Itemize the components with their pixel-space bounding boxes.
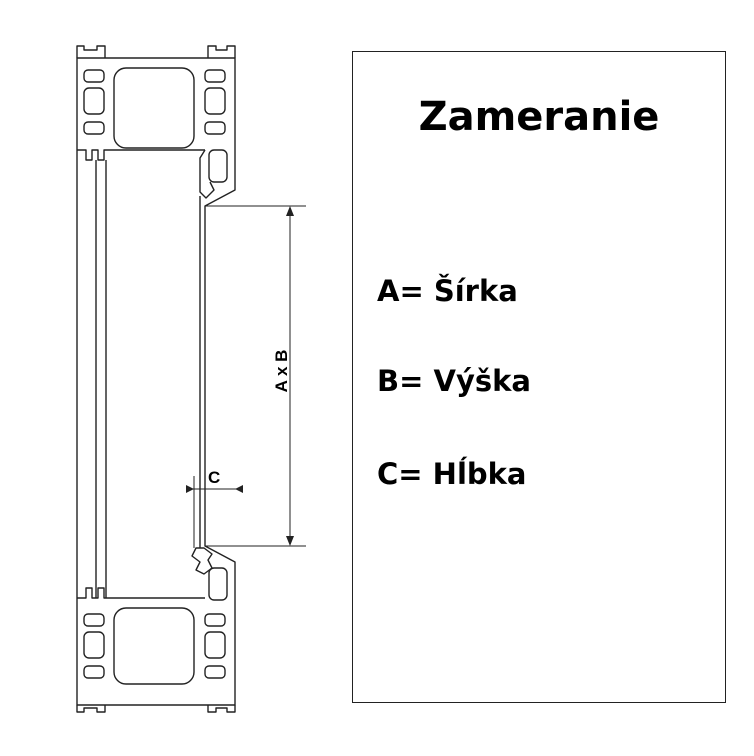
bottom-chamber-left-3 [83, 665, 105, 679]
bottom-chamber-right-3 [204, 665, 226, 679]
top-chamber-left-3 [83, 121, 105, 135]
bottom-chamber-right-1 [204, 613, 226, 627]
bottom-main-chamber [113, 607, 195, 685]
legend-item-depth: C= Hĺbka [377, 457, 527, 491]
top-sash-hook [199, 149, 215, 199]
bottom-edge-slots [76, 705, 236, 713]
top-gasket-slot [208, 149, 228, 183]
top-chamber-right-2 [204, 87, 226, 115]
dimension-label-c: C [208, 468, 220, 487]
top-inner-wall [77, 149, 205, 161]
top-edge-slots [76, 45, 236, 58]
top-main-chamber [113, 67, 195, 149]
top-chamber-right-1 [204, 69, 226, 83]
bottom-seal [191, 547, 213, 575]
arrow-c-right [235, 485, 243, 493]
dimension-ab [205, 205, 306, 547]
legend-panel: Zameranie A= Šírka B= Výška C= Hĺbka [352, 51, 726, 703]
legend-item-width: A= Šírka [377, 274, 518, 308]
top-chamber-left-1 [83, 69, 105, 83]
panel-title: Zameranie [418, 94, 660, 140]
dimension-c [186, 476, 242, 548]
bottom-gasket-slot [208, 567, 228, 601]
arrow-ab-top [286, 206, 294, 216]
arrow-ab-bottom [286, 536, 294, 546]
top-chamber-left-2 [83, 87, 105, 115]
bottom-inner-wall [77, 587, 205, 599]
dimension-label-ab: A x B [272, 350, 291, 393]
legend-item-height: B= Výška [377, 364, 531, 398]
bottom-chamber-left-1 [83, 613, 105, 627]
arrow-c-left [186, 485, 194, 493]
top-chamber-right-3 [204, 121, 226, 135]
frame-profile [76, 45, 236, 713]
bottom-chamber-left-2 [83, 631, 105, 659]
bottom-chamber-right-2 [204, 631, 226, 659]
